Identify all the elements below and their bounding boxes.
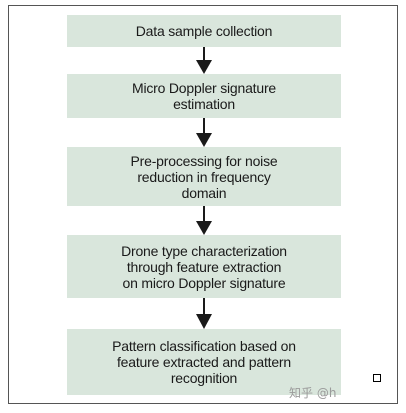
- down-arrow-icon: [196, 298, 212, 329]
- watermark: 知乎 @h: [289, 386, 337, 400]
- step-box-data-collection: Data sample collection: [67, 15, 341, 47]
- step-box-drone-characterization: Drone type characterization through feat…: [67, 235, 341, 298]
- step-label: Micro Doppler signature estimation: [131, 80, 277, 112]
- step-box-doppler-estimation: Micro Doppler signature estimation: [67, 74, 341, 118]
- step-label: Drone type characterization through feat…: [121, 242, 287, 291]
- step-label: Pre-processing for noise reduction in fr…: [130, 152, 278, 201]
- down-arrow-icon: [196, 118, 212, 147]
- step-label: Data sample collection: [135, 23, 273, 39]
- step-label: Pattern classification based on feature …: [112, 338, 296, 386]
- down-arrow-icon: [196, 206, 212, 235]
- step-box-preprocessing: Pre-processing for noise reduction in fr…: [67, 147, 341, 206]
- step-box-pattern-classification: Pattern classification based on feature …: [67, 329, 341, 395]
- down-arrow-icon: [196, 47, 212, 74]
- square-marker-icon: [373, 374, 381, 382]
